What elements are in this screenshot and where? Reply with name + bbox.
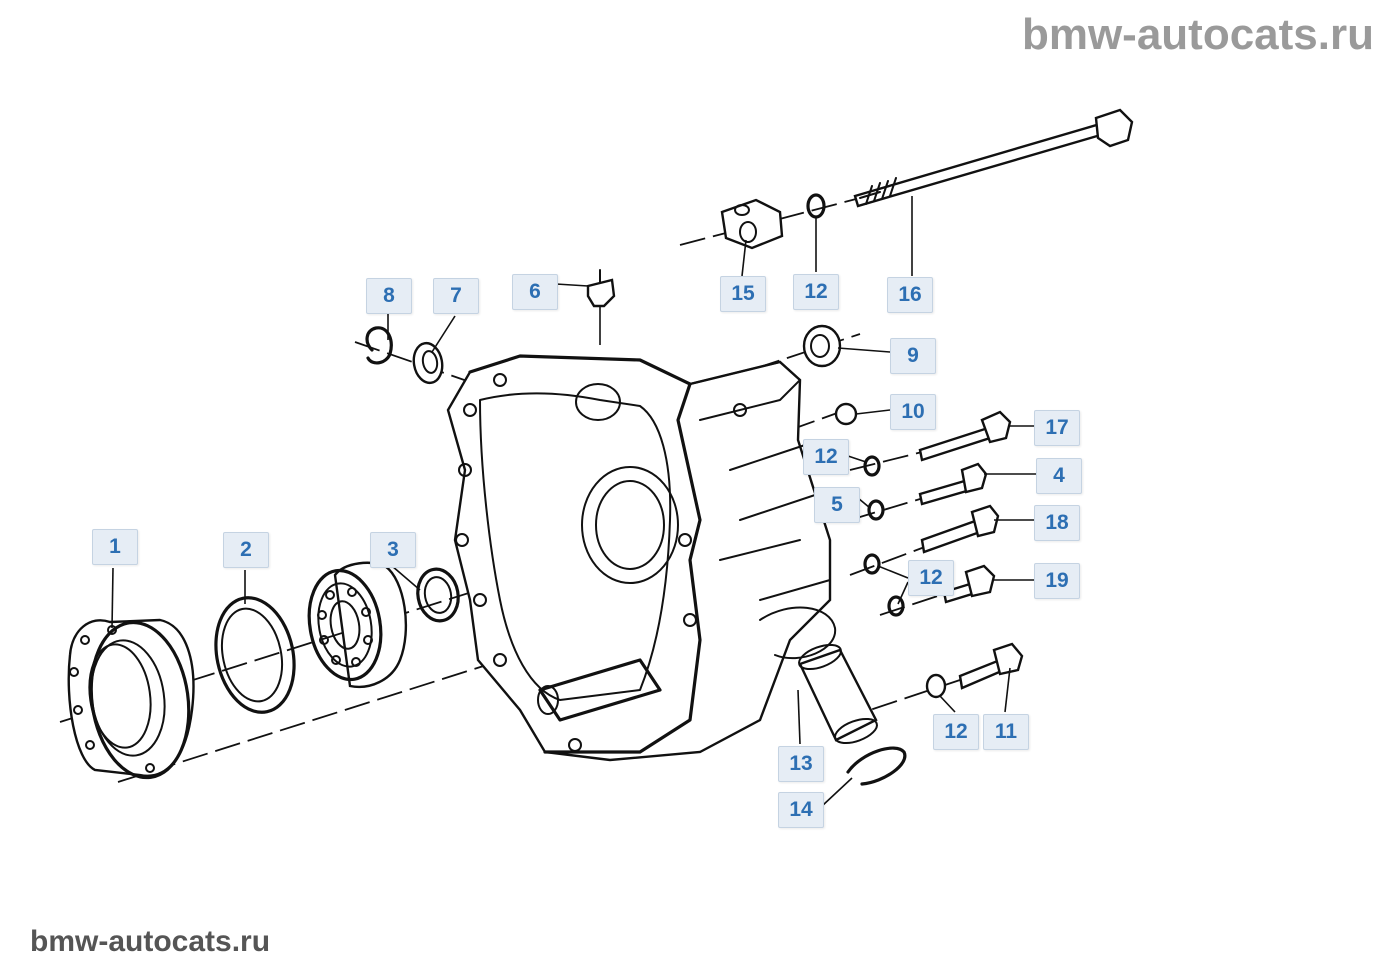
part-12-washer-top <box>806 193 826 219</box>
washers-right <box>863 455 905 617</box>
callout-17[interactable]: 17 <box>1034 410 1080 446</box>
callout-14[interactable]: 14 <box>778 792 824 828</box>
part-2-shim-ring <box>214 596 296 714</box>
callout-9[interactable]: 9 <box>890 338 936 374</box>
part-12-washer-plug <box>925 673 947 699</box>
part-13-sleeve <box>798 643 878 745</box>
callout-1[interactable]: 1 <box>92 529 138 565</box>
part-1-flange-cover <box>67 618 195 780</box>
part-10-cap <box>834 402 858 426</box>
callout-18[interactable]: 18 <box>1034 505 1080 541</box>
callout-11[interactable]: 11 <box>983 714 1029 750</box>
callout-4[interactable]: 4 <box>1036 458 1082 494</box>
callout-12-top[interactable]: 12 <box>793 274 839 310</box>
part-11-plug <box>958 642 1024 690</box>
callout-12-low[interactable]: 12 <box>908 560 954 596</box>
part-18-bolt <box>920 504 1000 554</box>
part-4-bolt <box>918 462 988 506</box>
part-14-circlip <box>846 746 907 786</box>
callout-15[interactable]: 15 <box>720 276 766 312</box>
part-7-seal <box>412 341 444 385</box>
part-19-bolt <box>942 564 996 604</box>
callout-12-plug[interactable]: 12 <box>933 714 979 750</box>
callout-13[interactable]: 13 <box>778 746 824 782</box>
part-6-breather <box>586 269 616 345</box>
watermark-bottom: bmw-autocats.ru <box>30 925 271 958</box>
callout-7[interactable]: 7 <box>433 278 479 314</box>
part-15-clamp-block <box>720 198 784 250</box>
callout-leaders <box>111 196 1036 807</box>
watermark-top: bmw-autocats.ru <box>1021 10 1374 59</box>
part-8-circlip <box>365 326 393 365</box>
callout-19[interactable]: 19 <box>1034 563 1080 599</box>
callout-16[interactable]: 16 <box>887 277 933 313</box>
callout-6[interactable]: 6 <box>512 274 558 310</box>
callout-10[interactable]: 10 <box>890 394 936 430</box>
transmission-housing <box>446 354 837 762</box>
part-16-long-bolt <box>853 108 1134 208</box>
callout-5[interactable]: 5 <box>814 487 860 523</box>
callout-3[interactable]: 3 <box>370 532 416 568</box>
callout-12-mid[interactable]: 12 <box>803 439 849 475</box>
callout-8[interactable]: 8 <box>366 278 412 314</box>
part-3-ball-bearing <box>307 561 460 689</box>
part-9-seal-ring <box>802 324 842 368</box>
part-17-bolt <box>918 410 1012 462</box>
callout-2[interactable]: 2 <box>223 532 269 568</box>
